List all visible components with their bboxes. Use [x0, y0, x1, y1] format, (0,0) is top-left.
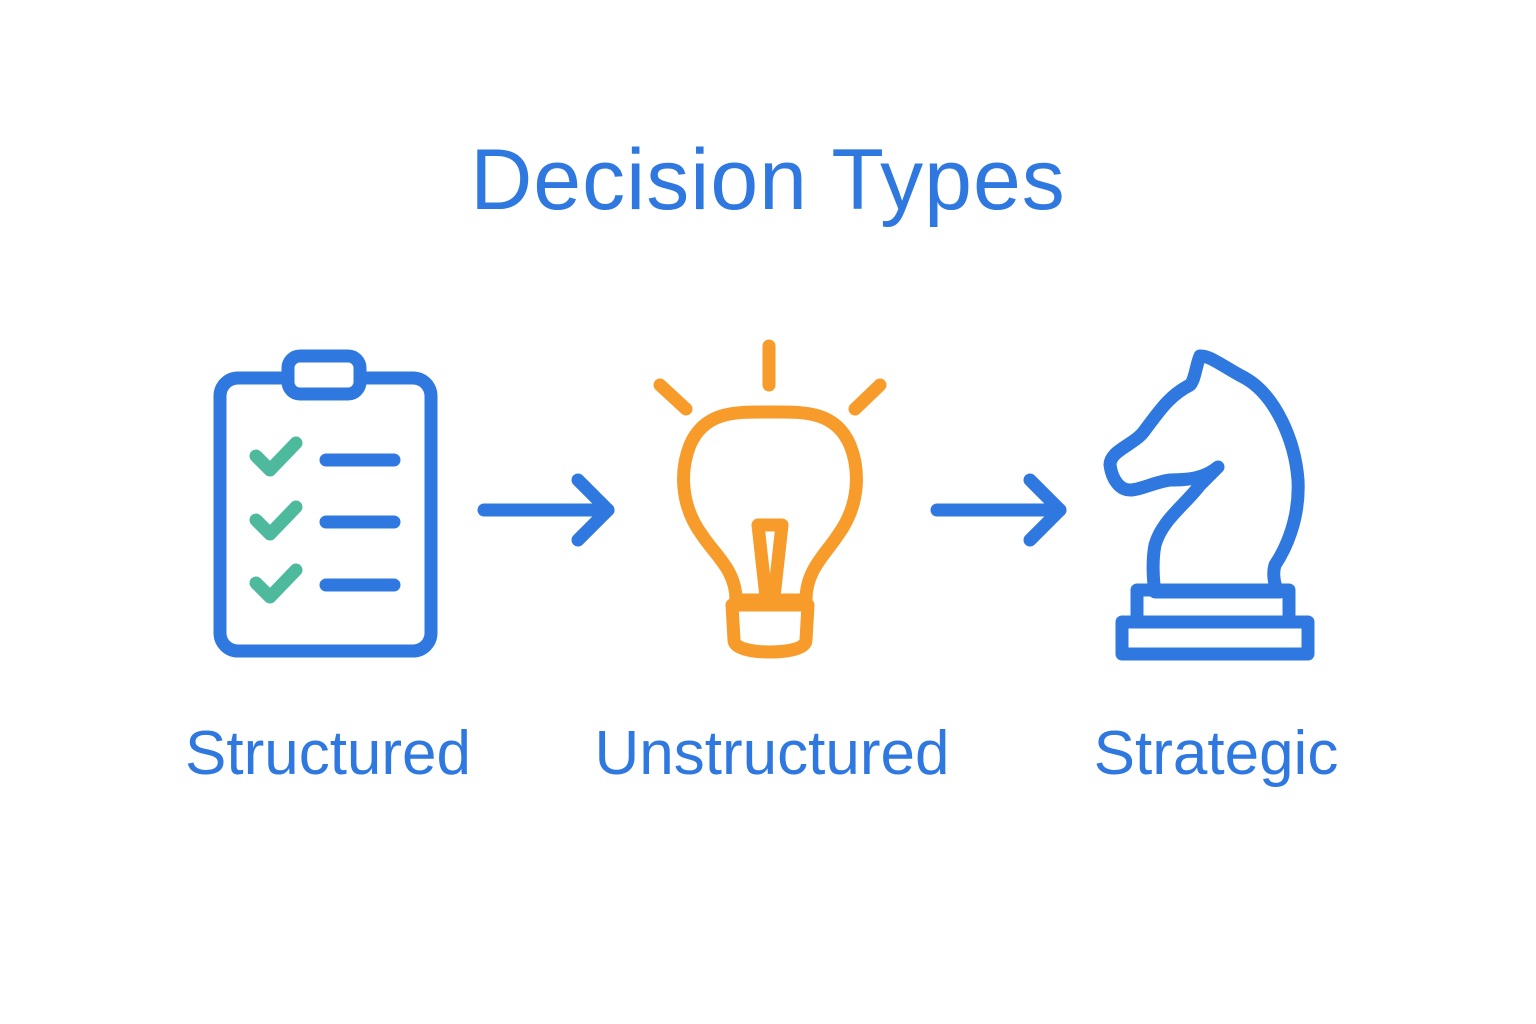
step-label-strategic: Strategic [1093, 719, 1339, 788]
diagram-title: Decision Types [470, 132, 1066, 228]
step-label-structured: Structured [184, 719, 472, 788]
chess-knight-icon [1103, 349, 1315, 661]
arrow-right-icon [930, 473, 1067, 547]
step-label-unstructured: Unstructured [594, 719, 950, 788]
arrow-right-icon [477, 473, 615, 547]
lightbulb-icon [653, 339, 887, 659]
clipboard-checklist-icon [213, 349, 438, 658]
